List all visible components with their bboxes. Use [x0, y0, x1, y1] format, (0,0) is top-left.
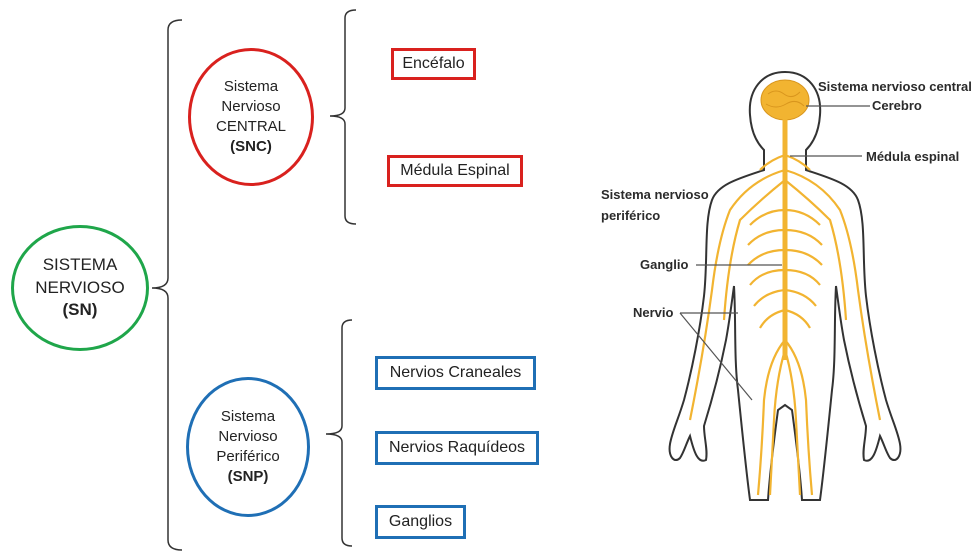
snp-line3: Periférico — [216, 447, 279, 467]
root-node-sistema-nervioso: SISTEMA NERVIOSO (SN) — [11, 225, 149, 351]
snc-line2: Nervioso — [221, 97, 280, 117]
snp-item-nervios-raquideos: Nervios Raquídeos — [375, 431, 539, 465]
label-sistema-nervioso-periferico-2: periférico — [601, 208, 660, 223]
brain-shape — [761, 80, 809, 120]
snp-node: Sistema Nervioso Periférico (SNP) — [186, 377, 310, 517]
snc-item-encefalo: Encéfalo — [391, 48, 476, 80]
snp-item-ganglios: Ganglios — [375, 505, 466, 539]
snp-item-nervios-craneales: Nervios Craneales — [375, 356, 536, 390]
snc-item-medula-espinal: Médula Espinal — [387, 155, 523, 187]
snc-abbr: (SNC) — [230, 137, 272, 157]
snc-node: Sistema Nervioso CENTRAL (SNC) — [188, 48, 314, 186]
nervous-system-illustration — [600, 60, 970, 510]
main-brace — [152, 20, 182, 550]
snp-line2: Nervioso — [218, 427, 277, 447]
label-cerebro: Cerebro — [872, 98, 922, 113]
snc-line1: Sistema — [224, 77, 278, 97]
label-sistema-nervioso-central: Sistema nervioso central — [818, 79, 972, 94]
label-medula-espinal: Médula espinal — [866, 149, 959, 164]
snc-brace — [330, 10, 356, 224]
label-sistema-nervioso-periferico-1: Sistema nervioso — [601, 187, 709, 202]
root-line2: NERVIOSO — [35, 277, 124, 300]
root-abbr: (SN) — [63, 299, 98, 322]
label-ganglio: Ganglio — [640, 257, 688, 272]
root-line1: SISTEMA — [43, 254, 118, 277]
snc-line3: CENTRAL — [216, 117, 286, 137]
snp-abbr: (SNP) — [228, 467, 269, 487]
snp-brace — [326, 320, 352, 546]
snp-line1: Sistema — [221, 407, 275, 427]
label-nervio: Nervio — [633, 305, 673, 320]
